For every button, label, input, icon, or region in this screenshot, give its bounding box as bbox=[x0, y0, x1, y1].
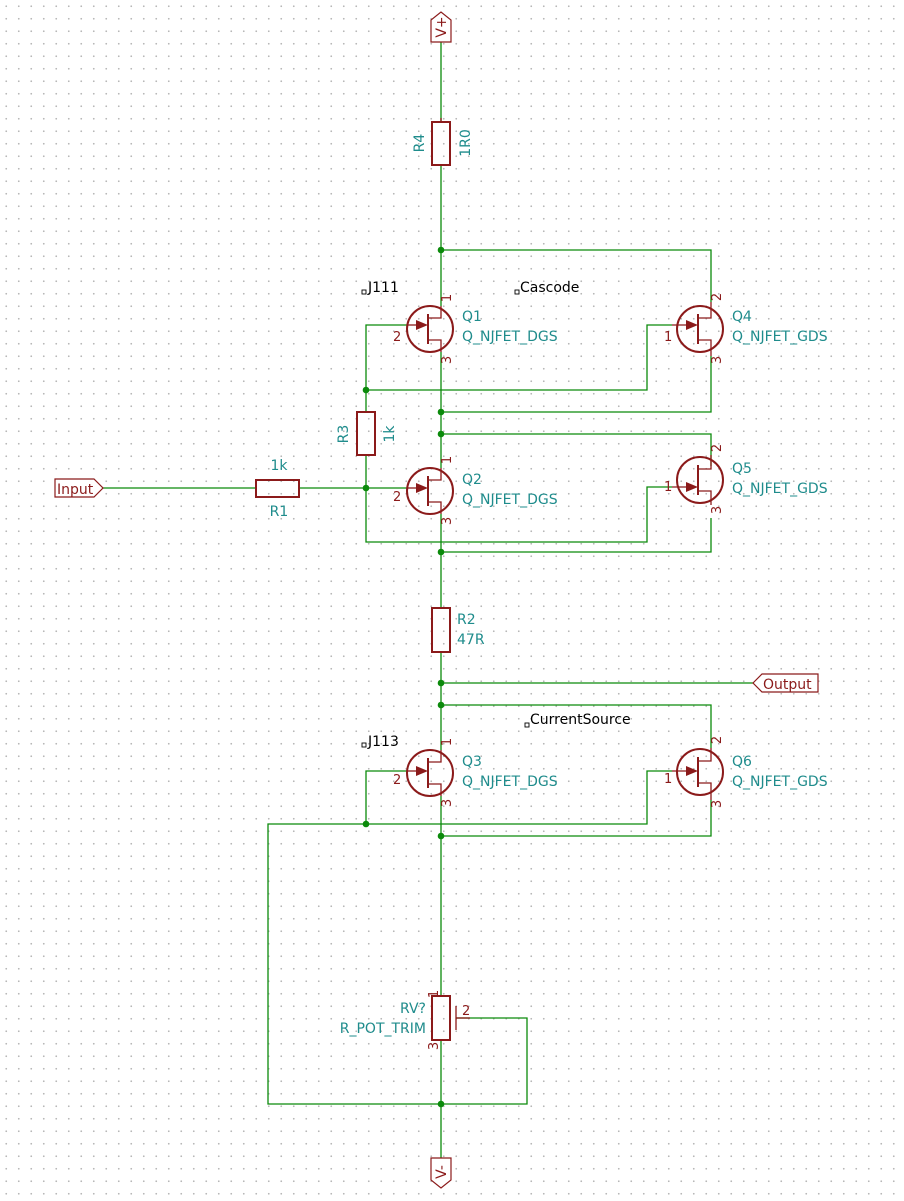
junctions bbox=[362, 246, 445, 1108]
svg-text:3: 3 bbox=[427, 1042, 442, 1050]
svg-text:1: 1 bbox=[664, 480, 672, 495]
svg-text:Q_NJFET_GDS: Q_NJFET_GDS bbox=[732, 774, 828, 790]
net-label-cascode: Cascode bbox=[514, 280, 579, 296]
net-label-j113: J113 bbox=[361, 734, 399, 750]
svg-text:3: 3 bbox=[440, 799, 455, 807]
svg-text:V-: V- bbox=[434, 1165, 450, 1179]
svg-text:R2: R2 bbox=[457, 612, 476, 628]
svg-text:Output: Output bbox=[763, 677, 812, 693]
vminus-power-port[interactable]: V- bbox=[430, 1157, 452, 1189]
svg-text:3: 3 bbox=[710, 800, 725, 808]
svg-text:R4: R4 bbox=[412, 134, 428, 153]
svg-text:R1: R1 bbox=[270, 504, 289, 520]
vplus-power-port[interactable]: V+ bbox=[430, 11, 452, 43]
svg-text:1: 1 bbox=[440, 294, 455, 302]
svg-text:Q_NJFET_DGS: Q_NJFET_DGS bbox=[462, 329, 558, 345]
svg-text:2: 2 bbox=[393, 490, 401, 505]
svg-text:1: 1 bbox=[440, 738, 455, 746]
resistor-r2[interactable]: R2 47R bbox=[431, 607, 485, 653]
svg-text:2: 2 bbox=[710, 444, 725, 452]
resistor-r1[interactable]: 1k R1 bbox=[255, 458, 300, 520]
svg-text:Q_NJFET_GDS: Q_NJFET_GDS bbox=[732, 329, 828, 345]
jfet-q5[interactable]: 2 1 3 Q5 Q_NJFET_GDS bbox=[664, 444, 828, 514]
jfet-q2[interactable]: 1 2 3 Q2 Q_NJFET_DGS bbox=[393, 456, 558, 525]
svg-text:Q5: Q5 bbox=[732, 461, 752, 477]
net-label-j111: J111 bbox=[361, 280, 399, 296]
svg-text:47R: 47R bbox=[457, 632, 485, 648]
svg-text:CurrentSource: CurrentSource bbox=[530, 712, 631, 728]
svg-text:2: 2 bbox=[393, 773, 401, 788]
net-label-current-source: CurrentSource bbox=[524, 712, 631, 728]
svg-text:2: 2 bbox=[710, 293, 725, 301]
svg-text:R3: R3 bbox=[336, 425, 352, 444]
svg-text:J113: J113 bbox=[367, 734, 399, 750]
svg-text:3: 3 bbox=[710, 356, 725, 364]
resistor-r4[interactable]: R4 1R0 bbox=[412, 118, 474, 166]
svg-text:RV?: RV? bbox=[400, 1001, 426, 1017]
svg-text:Cascode: Cascode bbox=[520, 280, 579, 296]
jfet-q4[interactable]: 2 1 3 Q4 Q_NJFET_GDS bbox=[664, 293, 828, 364]
svg-text:Q1: Q1 bbox=[462, 309, 482, 325]
svg-text:Q2: Q2 bbox=[462, 472, 482, 488]
svg-text:Q4: Q4 bbox=[732, 309, 752, 325]
svg-text:Q6: Q6 bbox=[732, 754, 752, 770]
svg-text:2: 2 bbox=[710, 736, 725, 744]
svg-text:Q_NJFET_DGS: Q_NJFET_DGS bbox=[462, 492, 558, 508]
svg-text:2: 2 bbox=[393, 330, 401, 345]
jfet-q3[interactable]: 1 2 3 Q3 Q_NJFET_DGS bbox=[393, 738, 558, 807]
svg-text:Input: Input bbox=[57, 482, 94, 498]
svg-text:J111: J111 bbox=[367, 280, 399, 296]
svg-text:1: 1 bbox=[664, 330, 672, 345]
svg-text:3: 3 bbox=[710, 506, 725, 514]
wires bbox=[102, 42, 753, 1158]
resistor-r3[interactable]: R3 1k bbox=[336, 411, 398, 456]
svg-text:1R0: 1R0 bbox=[458, 129, 474, 157]
svg-text:Q_NJFET_DGS: Q_NJFET_DGS bbox=[462, 774, 558, 790]
jfet-q1[interactable]: 1 2 3 Q1 Q_NJFET_DGS bbox=[393, 294, 558, 364]
potentiometer-rv[interactable]: RV? R_POT_TRIM 1 2 3 bbox=[340, 990, 471, 1050]
jfet-q6[interactable]: 2 1 3 Q6 Q_NJFET_GDS bbox=[664, 736, 828, 808]
svg-text:3: 3 bbox=[440, 517, 455, 525]
svg-text:1: 1 bbox=[664, 772, 672, 787]
svg-text:R_POT_TRIM: R_POT_TRIM bbox=[340, 1021, 426, 1037]
svg-text:Q3: Q3 bbox=[462, 754, 482, 770]
svg-text:Q_NJFET_GDS: Q_NJFET_GDS bbox=[732, 481, 828, 497]
svg-text:1: 1 bbox=[440, 456, 455, 464]
input-port[interactable]: Input bbox=[54, 478, 104, 498]
svg-text:V+: V+ bbox=[434, 16, 450, 37]
svg-text:1k: 1k bbox=[270, 458, 288, 474]
svg-text:2: 2 bbox=[462, 1004, 470, 1019]
svg-text:1: 1 bbox=[427, 990, 442, 998]
svg-text:3: 3 bbox=[440, 356, 455, 364]
svg-text:1k: 1k bbox=[382, 425, 398, 443]
output-port[interactable]: Output bbox=[752, 673, 819, 693]
